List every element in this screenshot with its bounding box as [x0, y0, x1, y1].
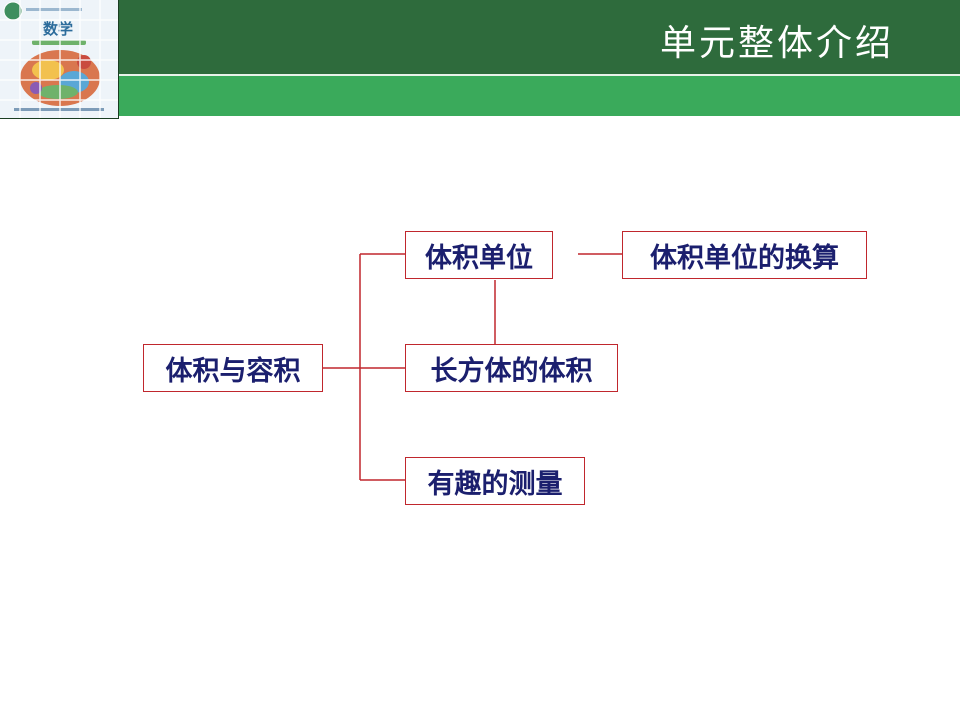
node-cuboid-volume: 长方体的体积 [405, 344, 618, 392]
node-root-volume-capacity: 体积与容积 [143, 344, 323, 392]
node-unit-conversion: 体积单位的换算 [622, 231, 867, 279]
node-volume-units: 体积单位 [405, 231, 553, 279]
node-fun-measurement: 有趣的测量 [405, 457, 585, 505]
